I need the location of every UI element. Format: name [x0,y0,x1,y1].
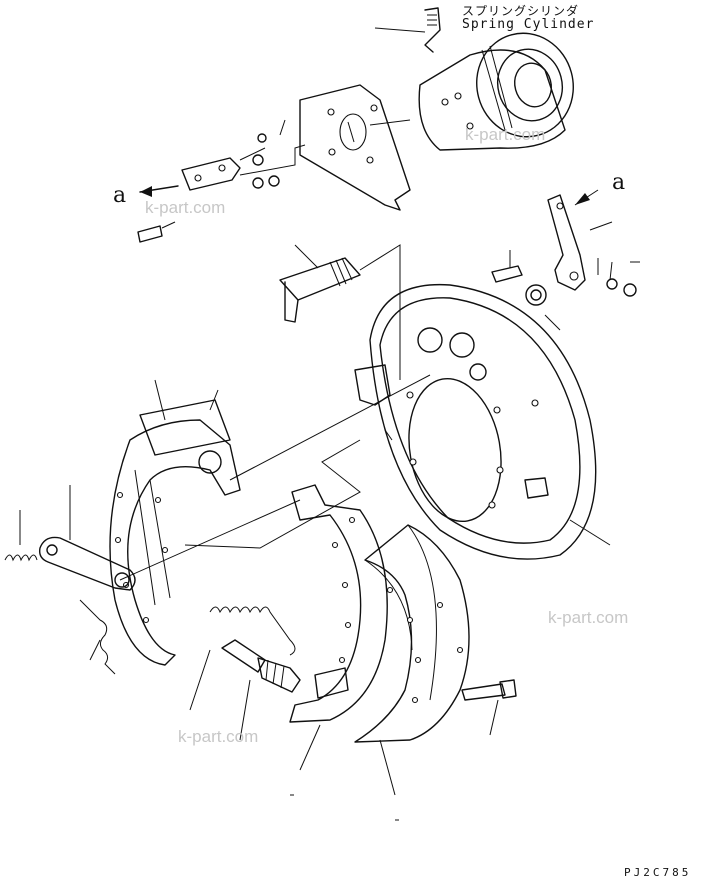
mounting-bracket [299,84,411,211]
spring-cylinder [374,7,574,151]
watermark: k-part.com [465,125,546,144]
clevis-link [137,119,306,243]
reference-lines [119,374,431,581]
callout-marks [290,794,399,821]
watermark: k-part.com [178,727,259,746]
center-brake-shoe [289,484,388,771]
diagram-code: PJ2C785 [624,866,692,879]
watermark: k-part.com [548,608,629,627]
return-springs [4,510,296,675]
adjuster-link [38,536,136,591]
adjuster-screw [189,639,301,741]
arrow-a-left-label: a [113,183,127,208]
watermark: k-part.com [145,198,226,217]
backing-plate [354,283,611,560]
brake-lever [491,189,640,331]
lining-bolt [461,679,517,736]
camshaft [279,244,401,380]
arrow-a-right-label: a [612,170,626,195]
spring-cylinder-english-label: Spring Cylinder [462,17,595,32]
spring-cylinder-japanese-label: スプリングシリンダ [462,4,580,18]
brake-lining [354,524,470,796]
left-brake-shoe [69,379,241,666]
